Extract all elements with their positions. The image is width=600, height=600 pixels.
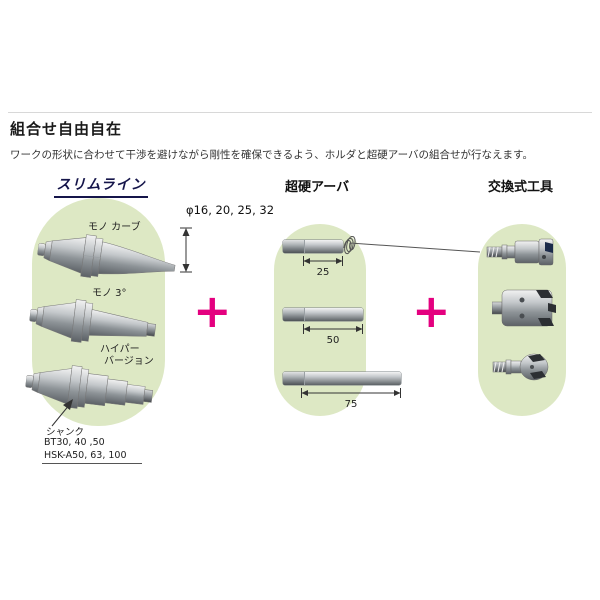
arbor-shank-segment — [283, 308, 305, 321]
dimension-text-50: 50 — [326, 335, 340, 346]
slimline-logo: スリムライン — [54, 174, 148, 198]
arbor-shank-segment — [283, 372, 305, 385]
dimension-text-75: 75 — [344, 399, 358, 410]
carbide-arbor-75-image — [283, 372, 401, 385]
exchange-tool-facemill-image — [492, 289, 556, 327]
diameter-arrow-icon — [180, 227, 192, 273]
shank-bt-sizes: BT30, 40 ,50 — [44, 437, 105, 448]
holder-label-hyper-2: バージョン — [104, 356, 154, 367]
shank-hsk-sizes: HSK-A50, 63, 100 — [44, 450, 127, 461]
carbide-arbor-50-image — [283, 308, 363, 321]
carbide-arbor-header: 超硬アーバ — [285, 180, 350, 195]
carbide-arbor-25-image — [283, 240, 343, 253]
tool-holder-mono-curve-image — [37, 234, 176, 278]
shank-title: シャンク — [46, 427, 85, 438]
page-title: 組合せ自由自在 — [10, 120, 123, 138]
tool-holder-hyper-image — [25, 365, 154, 409]
dimension-text-25: 25 — [316, 267, 330, 278]
shank-underline — [42, 463, 142, 464]
exchange-tool-radiusmill-image — [492, 353, 549, 381]
exchange-tool-endmill-image — [486, 238, 554, 266]
holder-label-hyper-1: ハイパー — [100, 344, 140, 355]
top-divider — [8, 112, 592, 113]
holder-label-mono-3: モノ 3° — [92, 288, 127, 299]
dimension-line-75 — [301, 388, 401, 398]
page-subtitle: ワークの形状に合わせて干渉を避けながら剛性を確保できるよう、ホルダと超硬アーバの… — [10, 149, 534, 161]
arbor-shank-segment — [283, 240, 305, 253]
holder-label-mono-curve: モノ カーブ — [88, 222, 141, 233]
coil-connector-line-icon — [343, 236, 481, 255]
exchange-tool-header: 交換式工具 — [488, 180, 554, 195]
tool-holder-mono-3-image — [29, 299, 157, 343]
plus-icon-2: + — [412, 284, 451, 338]
dimension-line-25 — [303, 256, 343, 266]
arbor-diameter-label: φ16, 20, 25, 32 — [186, 203, 275, 217]
plus-icon-1: + — [193, 284, 232, 338]
dimension-line-50 — [303, 324, 363, 334]
shank-arrow-icon — [51, 399, 73, 427]
